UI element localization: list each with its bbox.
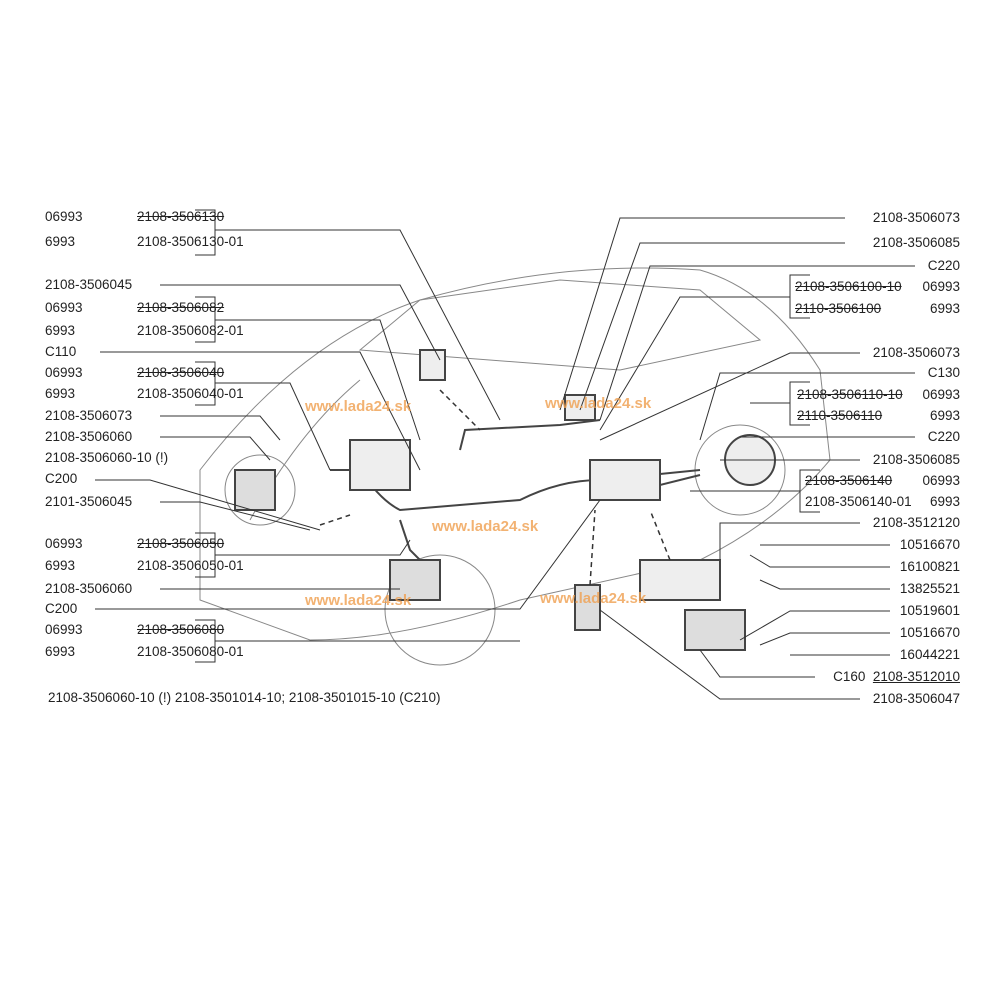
part-label: 06993 2108-3506040 xyxy=(45,365,224,381)
label-prefix: 06993 xyxy=(45,536,83,551)
part-label: 10516670 xyxy=(899,537,960,552)
part-label: 2108-3506047 xyxy=(872,691,960,706)
label-prefix: C160 xyxy=(833,669,866,684)
part-label: 6993 2108-3506040-01 xyxy=(45,386,244,402)
part-number: 2108-3506130-01 xyxy=(137,234,244,249)
watermark: www.lada24.sk xyxy=(305,398,412,415)
part-label: 10519601 xyxy=(899,603,960,618)
label-prefix: 6993 xyxy=(45,323,76,338)
part-number: 2110-3506110 xyxy=(797,408,883,423)
part-label: 13825521 xyxy=(899,581,960,596)
part-label: 2108-3506140-01 6993 xyxy=(805,494,960,510)
label-suffix: 6993 xyxy=(929,301,960,316)
part-number: 2108-3506110-10 xyxy=(797,387,903,402)
part-number: 2108-3506140 xyxy=(805,473,893,488)
part-number: 2108-3512010 xyxy=(872,669,960,684)
part-number: 2108-3506130 xyxy=(137,209,225,224)
label-prefix: 06993 xyxy=(45,300,83,315)
label-prefix: 06993 xyxy=(45,365,83,380)
part-number: 2108-3506082 xyxy=(137,300,225,315)
part-number: 2108-3506050-01 xyxy=(137,558,244,573)
label-suffix: 6993 xyxy=(929,408,960,423)
part-number: 2108-3506100-10 xyxy=(795,279,902,294)
watermark: www.lada24.sk xyxy=(432,518,539,535)
part-label: C220 xyxy=(927,258,960,273)
part-label: 2108-3506085 xyxy=(872,452,960,467)
part-number: 2108-3506050 xyxy=(137,536,225,551)
part-number: 2108-3506140-01 xyxy=(805,494,912,509)
label-suffix: 06993 xyxy=(922,279,960,294)
part-label: 2108-3506073 xyxy=(872,210,960,225)
part-label: 6993 2108-3506082-01 xyxy=(45,323,244,339)
part-label: 2110-3506110 6993 xyxy=(797,408,960,424)
part-label: 16100821 xyxy=(899,559,960,574)
part-label: 6993 2108-3506050-01 xyxy=(45,558,244,574)
part-label: C220 xyxy=(927,429,960,444)
part-label: 2108-3506110-10 06993 xyxy=(797,387,960,403)
part-label: 2108-3506060 xyxy=(45,581,133,596)
label-prefix: 6993 xyxy=(45,234,76,249)
part-number: 2108-3506040 xyxy=(137,365,225,380)
part-label: 2101-3506045 xyxy=(45,494,133,509)
part-label: 2108-3506045 xyxy=(45,277,133,292)
footnote: 2108-3506060-10 (!) 2108-3501014-10; 210… xyxy=(48,690,441,705)
part-number: 2108-3506082-01 xyxy=(137,323,244,338)
part-number: 2108-3506040-01 xyxy=(137,386,244,401)
label-prefix: 06993 xyxy=(45,209,83,224)
part-label: C200 xyxy=(45,601,78,616)
part-label: 2108-3506085 xyxy=(872,235,960,250)
label-suffix: 06993 xyxy=(922,473,960,488)
part-label: 16044221 xyxy=(899,647,960,662)
part-label: 2108-3506060 xyxy=(45,429,133,444)
dashed-arrows xyxy=(319,389,671,586)
part-label: 06993 2108-3506130 xyxy=(45,209,224,225)
brake-lines xyxy=(234,349,776,651)
label-prefix: 6993 xyxy=(45,644,76,659)
part-label: 2108-3506073 xyxy=(872,345,960,360)
watermark: www.lada24.sk xyxy=(545,395,652,412)
part-number: 2110-3506100 xyxy=(795,301,882,316)
part-number: 2108-3506080 xyxy=(137,622,225,637)
part-label: 2108-3512120 xyxy=(872,515,960,530)
watermark: www.lada24.sk xyxy=(305,592,412,609)
part-label: C130 xyxy=(927,365,960,380)
part-label: 10516670 xyxy=(899,625,960,640)
part-label: 2108-3506100-10 06993 xyxy=(795,279,960,295)
label-prefix: 6993 xyxy=(45,558,76,573)
label-suffix: 6993 xyxy=(929,494,960,509)
part-label: 2108-3506060-10 (!) xyxy=(45,450,169,465)
part-label: 6993 2108-3506080-01 xyxy=(45,644,244,660)
part-label: C160 2108-3512010 xyxy=(833,669,960,685)
leader-lines xyxy=(95,209,915,700)
part-label: 2110-3506100 6993 xyxy=(795,301,960,317)
part-label: C110 xyxy=(45,344,77,359)
label-prefix: 06993 xyxy=(45,622,83,637)
part-label: 06993 2108-3506080 xyxy=(45,622,224,638)
label-prefix: 6993 xyxy=(45,386,76,401)
part-number: 2108-3506080-01 xyxy=(137,644,244,659)
label-suffix: 06993 xyxy=(922,387,960,402)
part-label: 06993 2108-3506050 xyxy=(45,536,224,552)
part-label: 2108-3506140 06993 xyxy=(805,473,960,489)
part-label: C200 xyxy=(45,471,78,486)
part-label: 6993 2108-3506130-01 xyxy=(45,234,244,250)
part-label: 06993 2108-3506082 xyxy=(45,300,224,316)
watermark: www.lada24.sk xyxy=(540,590,647,607)
part-label: 2108-3506073 xyxy=(45,408,133,423)
